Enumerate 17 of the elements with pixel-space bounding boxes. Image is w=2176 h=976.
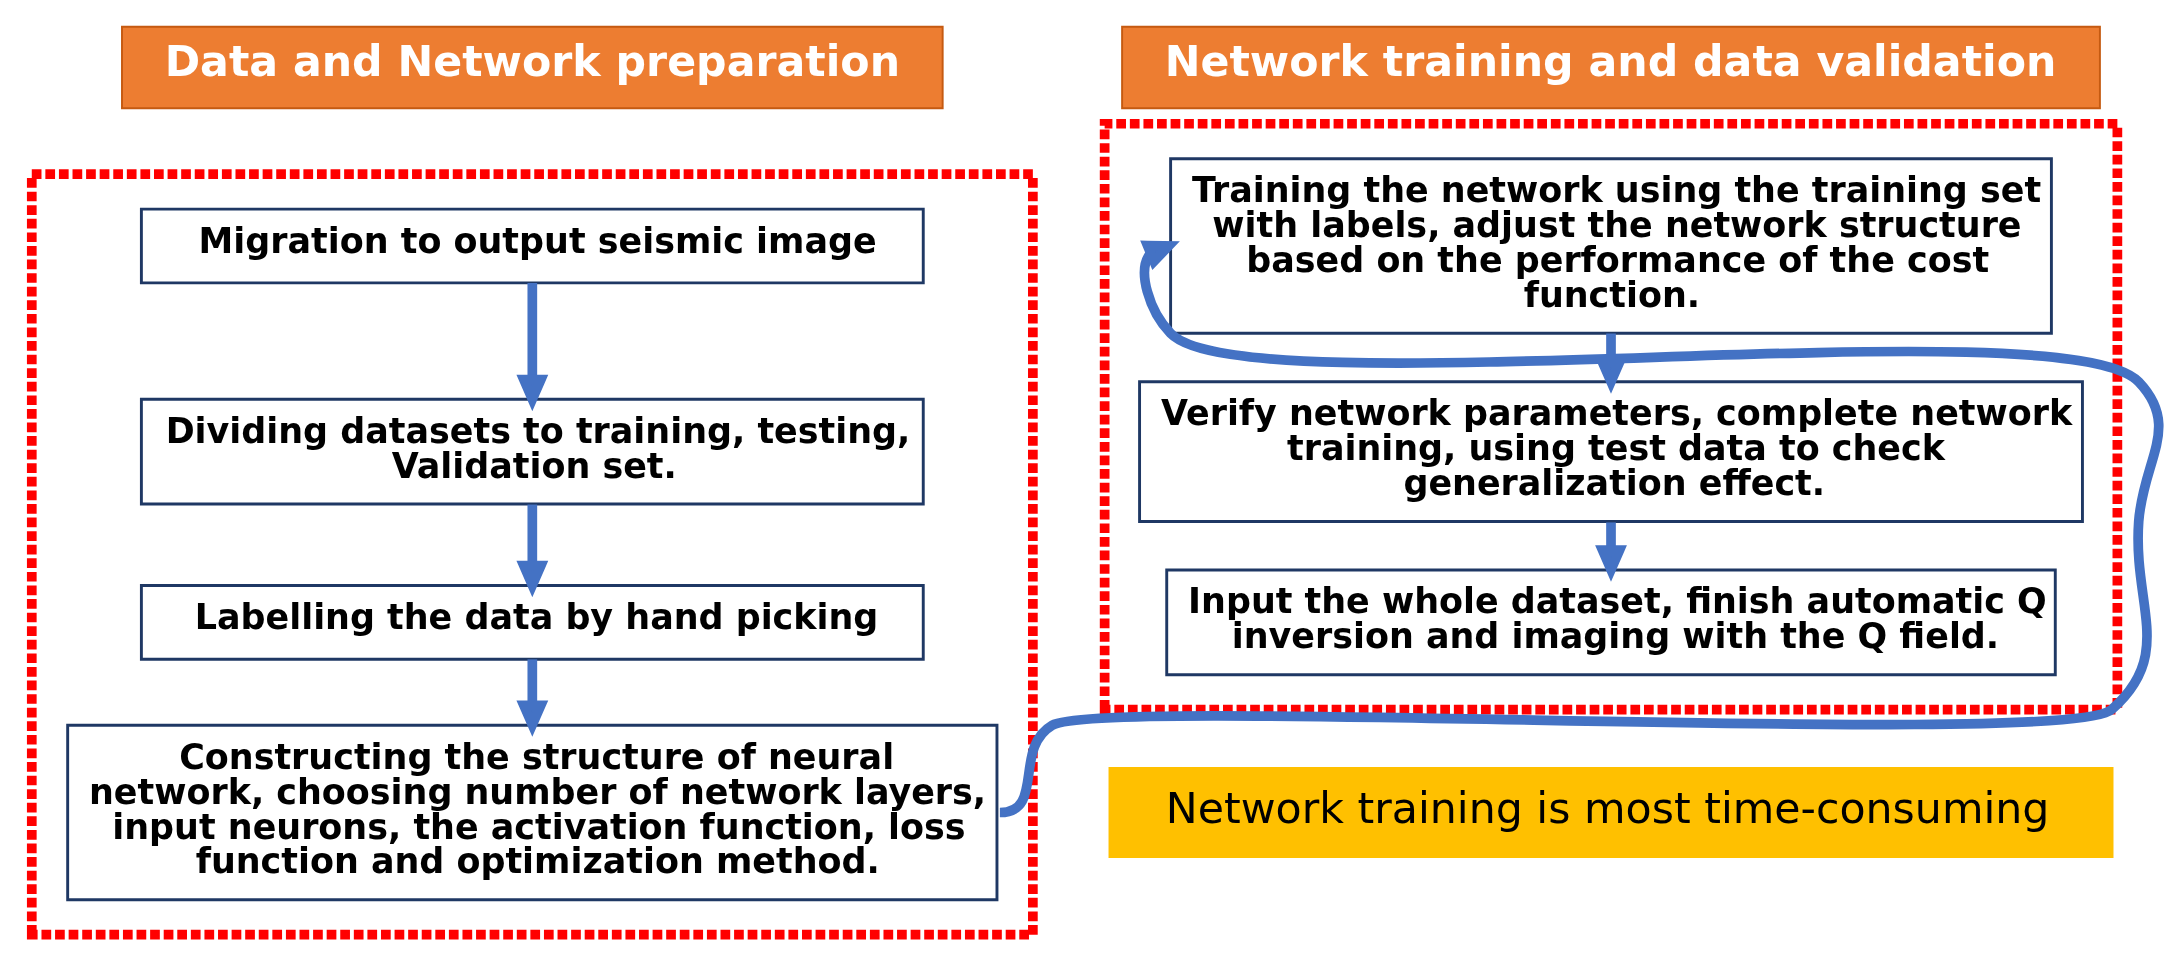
node-box: Network training and data validation [1121,25,2101,109]
arrow [1595,333,1627,394]
node-box: Constructing the structure of neural network, choosing number of network layers, input neurons, the activation function, loss function and optimization method. [66,723,999,901]
arrow [516,504,549,597]
node-box: Input the whole dataset, finish automatic Q inversion and imaging with the Q field. [1165,568,2057,676]
arrow [516,282,549,411]
node-box: Dividing datasets to training, testing, Validation set. [139,397,925,505]
cluster [1099,118,2123,714]
node-box: Verify network parameters, complete network training, using test data to check generalization effect. [1138,379,2084,523]
node-box: Data and Network preparation [121,25,944,109]
arrow [1595,521,1627,582]
node-box: Training the network using the training set with labels, adjust the network structure based on the performance of the cost function. [1169,156,2053,335]
arrow [516,658,549,737]
cluster [26,168,1038,940]
node-box: Migration to output seismic image [139,207,925,284]
node-box: Network training is most time-consuming [1108,766,2114,858]
node-box: Labelling the data by hand picking [139,583,925,661]
